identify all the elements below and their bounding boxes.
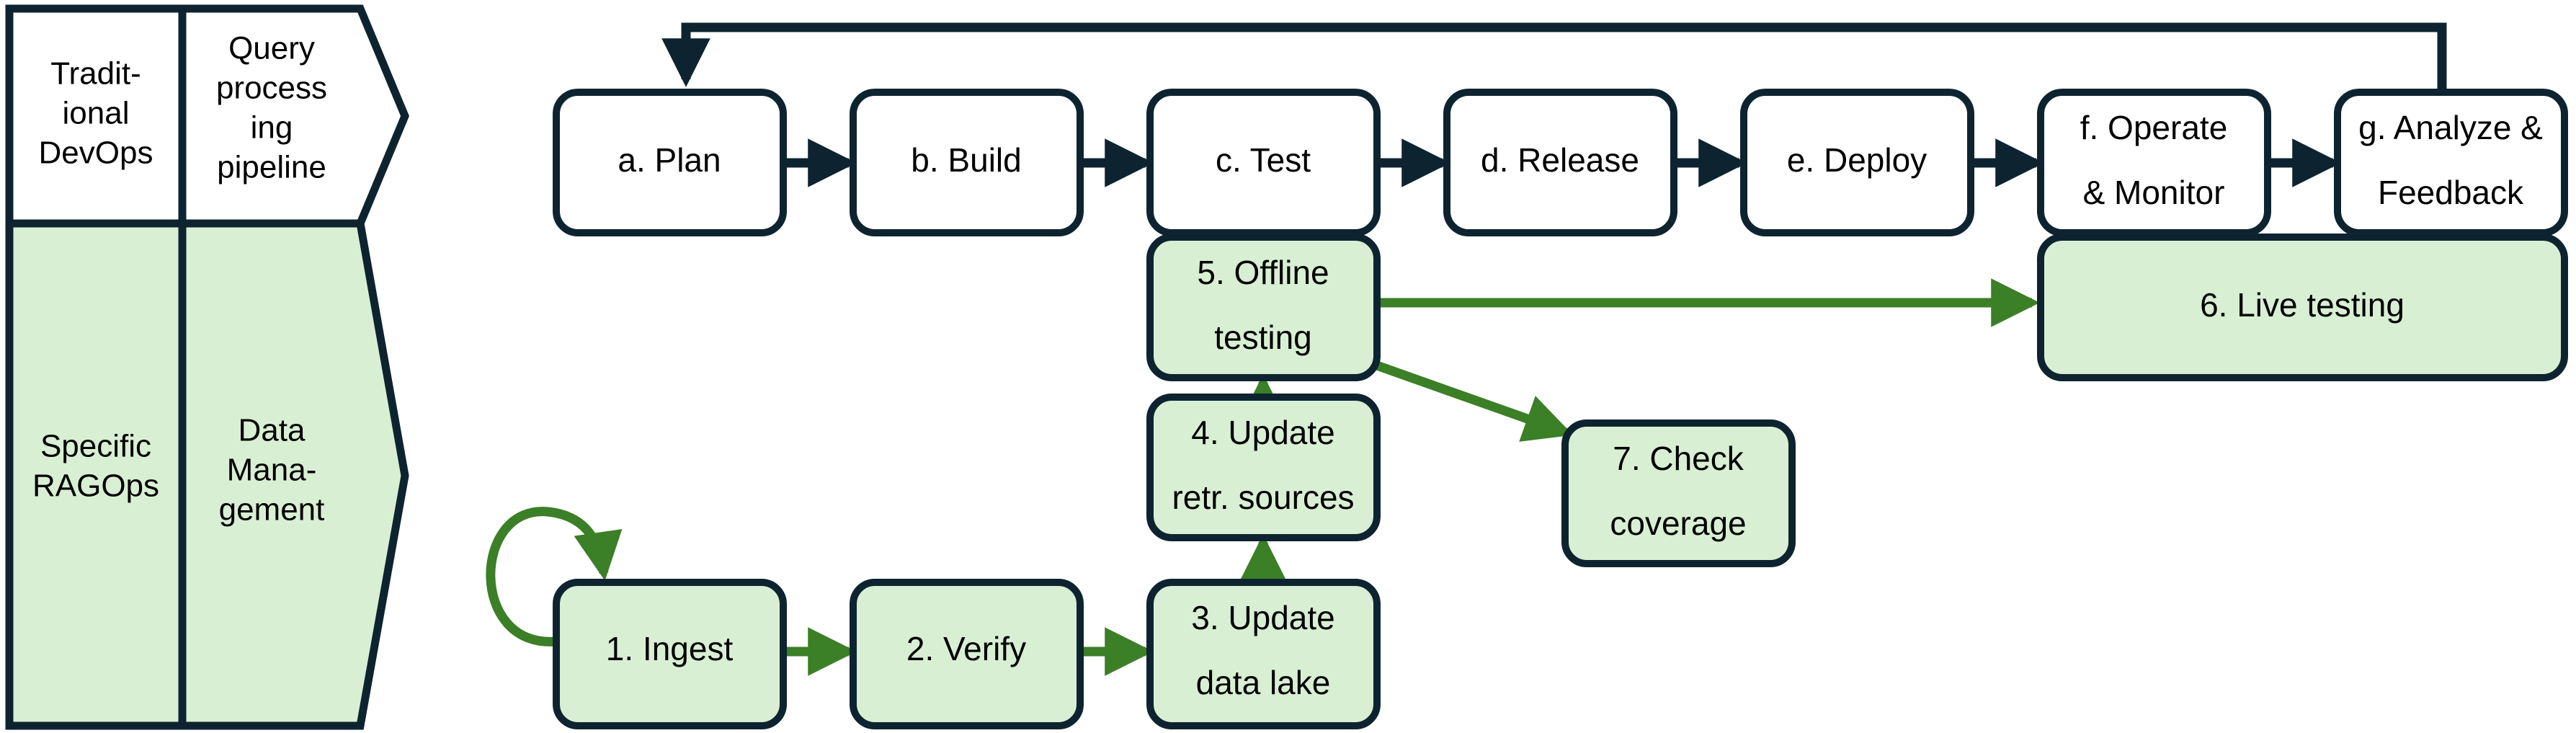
- node-4-update-retr-sources-box[interactable]: [1146, 394, 1381, 541]
- node-2-verify[interactable]: 2. Verify: [850, 579, 1084, 729]
- node-a-plan-box[interactable]: [553, 89, 787, 236]
- node-d-release-box[interactable]: [1443, 89, 1677, 236]
- node-g-analyze-feedback-box[interactable]: [2334, 89, 2568, 236]
- legend-cell-specific-ragops: [5, 219, 187, 730]
- legend-query-line4: pipeline: [217, 150, 326, 185]
- node-g-analyze-feedback-line2: Feedback: [2378, 174, 2524, 211]
- node-d-release[interactable]: d. Release: [1443, 89, 1677, 236]
- node-5-offline-testing-line2: testing: [1214, 319, 1312, 356]
- legend-datamgmt-line2: Mana-: [227, 453, 317, 488]
- node-3-update-data-lake-box[interactable]: [1146, 579, 1381, 729]
- legend-query-line3: ing: [251, 110, 293, 146]
- legend-table: Tradit- ional DevOps Query process ing p…: [5, 4, 409, 730]
- node-2-verify-label: 2. Verify: [906, 630, 1026, 667]
- node-f-operate-monitor[interactable]: f. Operate & Monitor: [2037, 89, 2271, 236]
- node-g-analyze-feedback[interactable]: g. Analyze & Feedback: [2334, 89, 2568, 236]
- connection-5-to-7: [1371, 359, 1574, 442]
- node-5-offline-testing[interactable]: 5. Offline testing: [1146, 234, 1381, 381]
- legend-query-line1: Query: [228, 31, 315, 66]
- node-5-offline-testing-line1: 5. Offline: [1197, 254, 1329, 291]
- node-b-build-box[interactable]: [850, 89, 1084, 236]
- node-a-plan[interactable]: a. Plan: [553, 89, 787, 236]
- node-6-live-testing[interactable]: 6. Live testing: [2037, 234, 2568, 381]
- node-4-update-retr-sources-line2: retr. sources: [1172, 479, 1354, 516]
- node-7-check-coverage[interactable]: 7. Check coverage: [1561, 419, 1796, 567]
- node-a-plan-label: a. Plan: [618, 141, 721, 179]
- node-b-build-label: b. Build: [911, 141, 1021, 179]
- node-7-check-coverage-line2: coverage: [1610, 505, 1746, 542]
- node-e-deploy[interactable]: e. Deploy: [1740, 89, 1974, 236]
- node-3-update-data-lake-line2: data lake: [1196, 664, 1331, 701]
- legend-cell-data-management: [178, 219, 409, 730]
- legend-traditional-line1: Tradit-: [50, 56, 141, 92]
- node-f-operate-monitor-line1: f. Operate: [2080, 109, 2228, 146]
- node-b-build[interactable]: b. Build: [850, 89, 1084, 236]
- node-3-update-data-lake[interactable]: 3. Update data lake: [1146, 579, 1381, 729]
- legend-traditional-line2: ional: [63, 96, 130, 131]
- node-4-update-retr-sources-line1: 4. Update: [1191, 414, 1334, 451]
- connection-feedback-g-to-a: [661, 22, 2447, 92]
- node-c-test-box[interactable]: [1146, 89, 1381, 236]
- legend-cell-query-pipeline: [178, 4, 409, 228]
- node-5-offline-testing-box[interactable]: [1146, 234, 1381, 381]
- node-f-operate-monitor-box[interactable]: [2037, 89, 2271, 236]
- legend-traditional-line3: DevOps: [39, 136, 153, 171]
- legend-ragops-line2: RAGOps: [32, 468, 159, 504]
- node-c-test-label: c. Test: [1216, 141, 1311, 179]
- node-7-check-coverage-box[interactable]: [1561, 419, 1796, 567]
- node-1-ingest-label: 1. Ingest: [606, 630, 734, 667]
- legend-datamgmt-line3: gement: [219, 492, 325, 528]
- legend-query-line2: process: [216, 71, 327, 106]
- connection-1-self-loop: [486, 507, 623, 647]
- node-e-deploy-box[interactable]: [1740, 89, 1974, 236]
- node-g-analyze-feedback-line1: g. Analyze &: [2358, 109, 2543, 146]
- node-d-release-label: d. Release: [1481, 141, 1639, 179]
- node-7-check-coverage-line1: 7. Check: [1613, 440, 1744, 477]
- node-6-live-testing-label: 6. Live testing: [2200, 286, 2405, 324]
- ragops-node-row: 5. Offline testing 6. Live testing 7. Ch…: [553, 234, 2568, 729]
- node-6-live-testing-box[interactable]: [2037, 234, 2568, 381]
- legend-ragops-line1: Specific: [40, 429, 151, 464]
- node-1-ingest-box[interactable]: [553, 579, 787, 729]
- node-4-update-retr-sources[interactable]: 4. Update retr. sources: [1146, 394, 1381, 541]
- node-1-ingest[interactable]: 1. Ingest: [553, 579, 787, 729]
- node-c-test[interactable]: c. Test: [1146, 89, 1381, 236]
- devops-stage-row: a. Plan b. Build c. Test d. Release e. D…: [553, 89, 2568, 236]
- node-e-deploy-label: e. Deploy: [1787, 141, 1927, 179]
- node-f-operate-monitor-line2: & Monitor: [2083, 174, 2225, 211]
- node-2-verify-box[interactable]: [850, 579, 1084, 729]
- node-3-update-data-lake-line1: 3. Update: [1191, 599, 1334, 636]
- legend-datamgmt-line1: Data: [239, 413, 306, 448]
